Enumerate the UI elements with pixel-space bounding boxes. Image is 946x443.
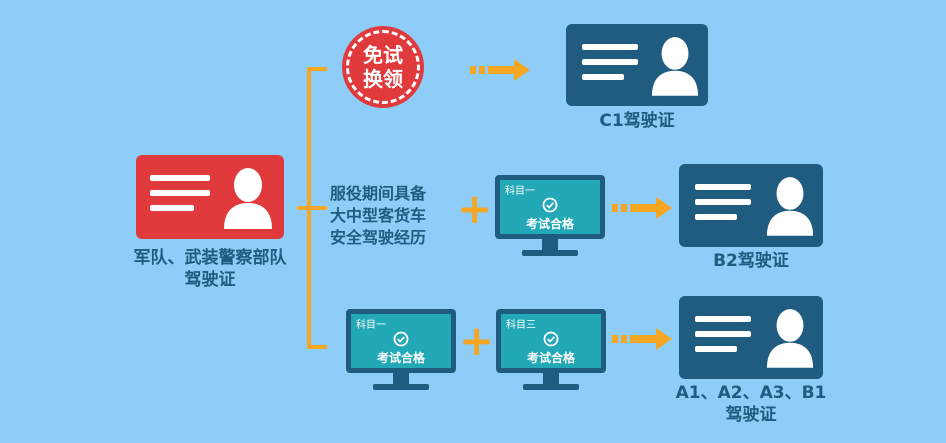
monitor-screen: 科目三 考试合格 xyxy=(496,309,606,373)
source-label-line2: 驾驶证 xyxy=(184,270,236,290)
a-class-label-line1: A1、A2、A3、B1 xyxy=(675,383,827,403)
source-license-label: 军队、武装警察部队 驾驶证 xyxy=(105,247,315,291)
exam-monitor: 科目一 考试合格 xyxy=(495,175,605,265)
condition-line3: 安全驾驶经历 xyxy=(330,228,427,247)
badge-line2: 换领 xyxy=(363,67,403,91)
check-circle-icon xyxy=(393,331,409,347)
person-icon xyxy=(224,168,272,229)
arrow-icon xyxy=(470,59,530,81)
military-license-card xyxy=(136,155,284,239)
a-class-license-label: A1、A2、A3、B1 驾驶证 xyxy=(664,382,838,426)
plus-icon: + xyxy=(457,184,493,233)
plus-icon: + xyxy=(459,316,495,365)
person-icon xyxy=(766,309,814,368)
exam-subject: 科目一 xyxy=(356,320,386,331)
service-condition-text: 服役期间具备 大中型客货车 安全驾驶经历 xyxy=(330,183,460,249)
c1-license-label: C1驾驶证 xyxy=(599,111,675,131)
a-class-label-line2: 驾驶证 xyxy=(725,405,777,425)
exam-subject: 科目一 xyxy=(505,186,535,197)
exam-result: 考试合格 xyxy=(525,217,574,231)
arrow-icon xyxy=(612,197,672,219)
b2-license-card xyxy=(679,164,823,247)
condition-line2: 大中型客货车 xyxy=(330,206,427,225)
condition-line1: 服役期间具备 xyxy=(330,184,427,203)
arrow-icon xyxy=(612,328,672,350)
monitor-screen: 科目一 考试合格 xyxy=(495,175,605,239)
card-text-lines xyxy=(695,316,751,361)
exam-result: 考试合格 xyxy=(376,351,425,365)
card-text-lines xyxy=(695,184,751,229)
exam-monitor: 科目三 考试合格 xyxy=(496,309,606,399)
branch-bracket xyxy=(297,67,327,349)
a-class-license-card xyxy=(679,296,823,379)
check-circle-icon xyxy=(543,331,559,347)
exam-monitor: 科目一 考试合格 xyxy=(346,309,456,399)
person-icon xyxy=(766,177,814,236)
card-text-lines xyxy=(150,175,210,220)
card-text-lines xyxy=(582,44,638,89)
exam-subject: 科目三 xyxy=(506,320,536,331)
c1-license-card xyxy=(566,24,708,106)
check-circle-icon xyxy=(542,197,558,213)
exam-exempt-badge: 免试 换领 xyxy=(346,30,420,104)
exam-result: 考试合格 xyxy=(526,351,575,365)
source-label-line1: 军队、武装警察部队 xyxy=(133,248,287,268)
b2-license-label: B2驾驶证 xyxy=(713,251,789,271)
badge-line1: 免试 xyxy=(363,43,403,67)
person-icon xyxy=(651,37,699,96)
monitor-screen: 科目一 考试合格 xyxy=(346,309,456,373)
